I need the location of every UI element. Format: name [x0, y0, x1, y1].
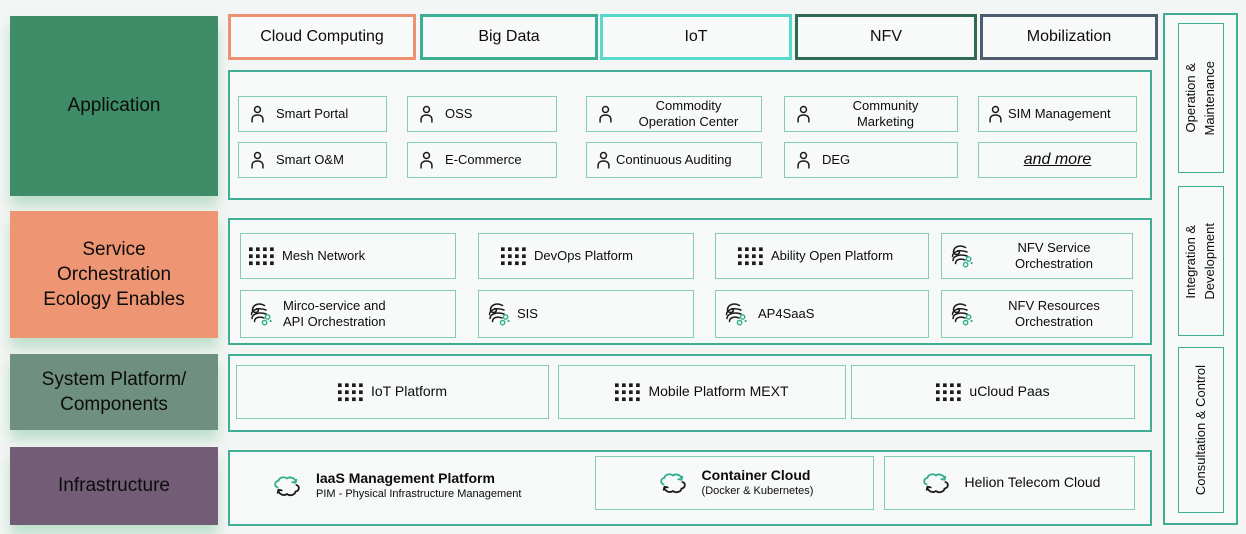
tab-nfv: NFV [795, 14, 977, 60]
svc-item-sis: SIS [478, 290, 694, 338]
app-item-e-commerce: E-Commerce [407, 142, 557, 178]
svc-item-microservice-api-orchestration: Mirco-service and API Orchestration [240, 290, 456, 338]
cloud-sync-icon [656, 470, 690, 496]
svc-item-nfv-resources-orchestration: NFV Resources Orchestration [941, 290, 1133, 338]
layer-label-application: Application [10, 16, 218, 196]
person-icon [247, 104, 268, 125]
svc-item-ap4saas: AP4SaaS [715, 290, 929, 338]
svc-item-ability-open-platform: Ability Open Platform [715, 233, 929, 279]
app-item-and-more: and more [978, 142, 1137, 178]
layer-label-system-platform: System Platform/ Components [10, 354, 218, 430]
layer-label-service-orchestration: Service Orchestration Ecology Enables [10, 211, 218, 338]
cloud-sync-icon [919, 470, 953, 496]
infra-item-title: Helion Telecom Cloud [964, 474, 1101, 491]
grid-icon [615, 383, 640, 402]
rail-item-integration-development: Integration & Development [1178, 186, 1224, 336]
app-item-community-marketing: Community Marketing [784, 96, 958, 132]
app-item-continuous-auditing: Continuous Auditing [586, 142, 762, 178]
person-icon [985, 104, 1006, 125]
app-item-smart-portal: Smart Portal [238, 96, 387, 132]
grid-icon [936, 383, 961, 402]
sys-item-mobile-platform-mext: Mobile Platform MEXT [558, 365, 846, 419]
person-icon [247, 150, 268, 171]
app-item-oss: OSS [407, 96, 557, 132]
person-icon [416, 150, 437, 171]
svc-item-mesh-network: Mesh Network [240, 233, 456, 279]
infra-item-title: IaaS Management Platform [316, 470, 495, 487]
person-icon [593, 150, 614, 171]
infra-item-helion-telecom-cloud: Helion Telecom Cloud [884, 456, 1135, 510]
person-icon [416, 104, 437, 125]
grid-icon [738, 247, 763, 266]
grid-icon [338, 383, 363, 402]
tab-big-data: Big Data [420, 14, 598, 60]
tab-cloud-computing: Cloud Computing [228, 14, 416, 60]
tab-iot: IoT [600, 14, 792, 60]
person-icon [793, 104, 814, 125]
infra-item-iaas-management: IaaS Management Platform PIM - Physical … [262, 456, 592, 516]
orchestration-swirl-icon [249, 301, 275, 327]
grid-icon [501, 247, 526, 266]
cloud-sync-icon [270, 473, 304, 499]
svc-item-devops-platform: DevOps Platform [478, 233, 694, 279]
sys-item-iot-platform: IoT Platform [236, 365, 549, 419]
svc-item-nfv-service-orchestration: NFV Service Orchestration [941, 233, 1133, 279]
app-item-smart-oandm: Smart O&M [238, 142, 387, 178]
orchestration-swirl-icon [950, 243, 976, 269]
app-item-sim-management: SIM Management [978, 96, 1137, 132]
app-item-commodity-operation-center: Commodity Operation Center [586, 96, 762, 132]
infra-item-subtitle: PIM - Physical Infrastructure Management [316, 487, 522, 500]
rail-item-operation-maintenance: Operation & Maintenance [1178, 23, 1224, 173]
person-icon [595, 104, 616, 125]
grid-icon [249, 247, 274, 266]
person-icon [793, 150, 814, 171]
orchestration-swirl-icon [724, 301, 750, 327]
layer-label-infrastructure: Infrastructure [10, 447, 218, 525]
infra-item-title: Container Cloud [701, 467, 811, 484]
orchestration-swirl-icon [950, 301, 976, 327]
infra-item-container-cloud: Container Cloud (Docker & Kubernetes) [595, 456, 874, 510]
tab-mobilization: Mobilization [980, 14, 1158, 60]
application-section-box [228, 70, 1152, 200]
app-item-deg: DEG [784, 142, 958, 178]
orchestration-swirl-icon [487, 301, 513, 327]
infra-item-subtitle: (Docker & Kubernetes) [701, 484, 814, 497]
rail-item-consultation-control: Consultation & Control [1178, 347, 1224, 513]
sys-item-ucloud-paas: uCloud Paas [851, 365, 1135, 419]
